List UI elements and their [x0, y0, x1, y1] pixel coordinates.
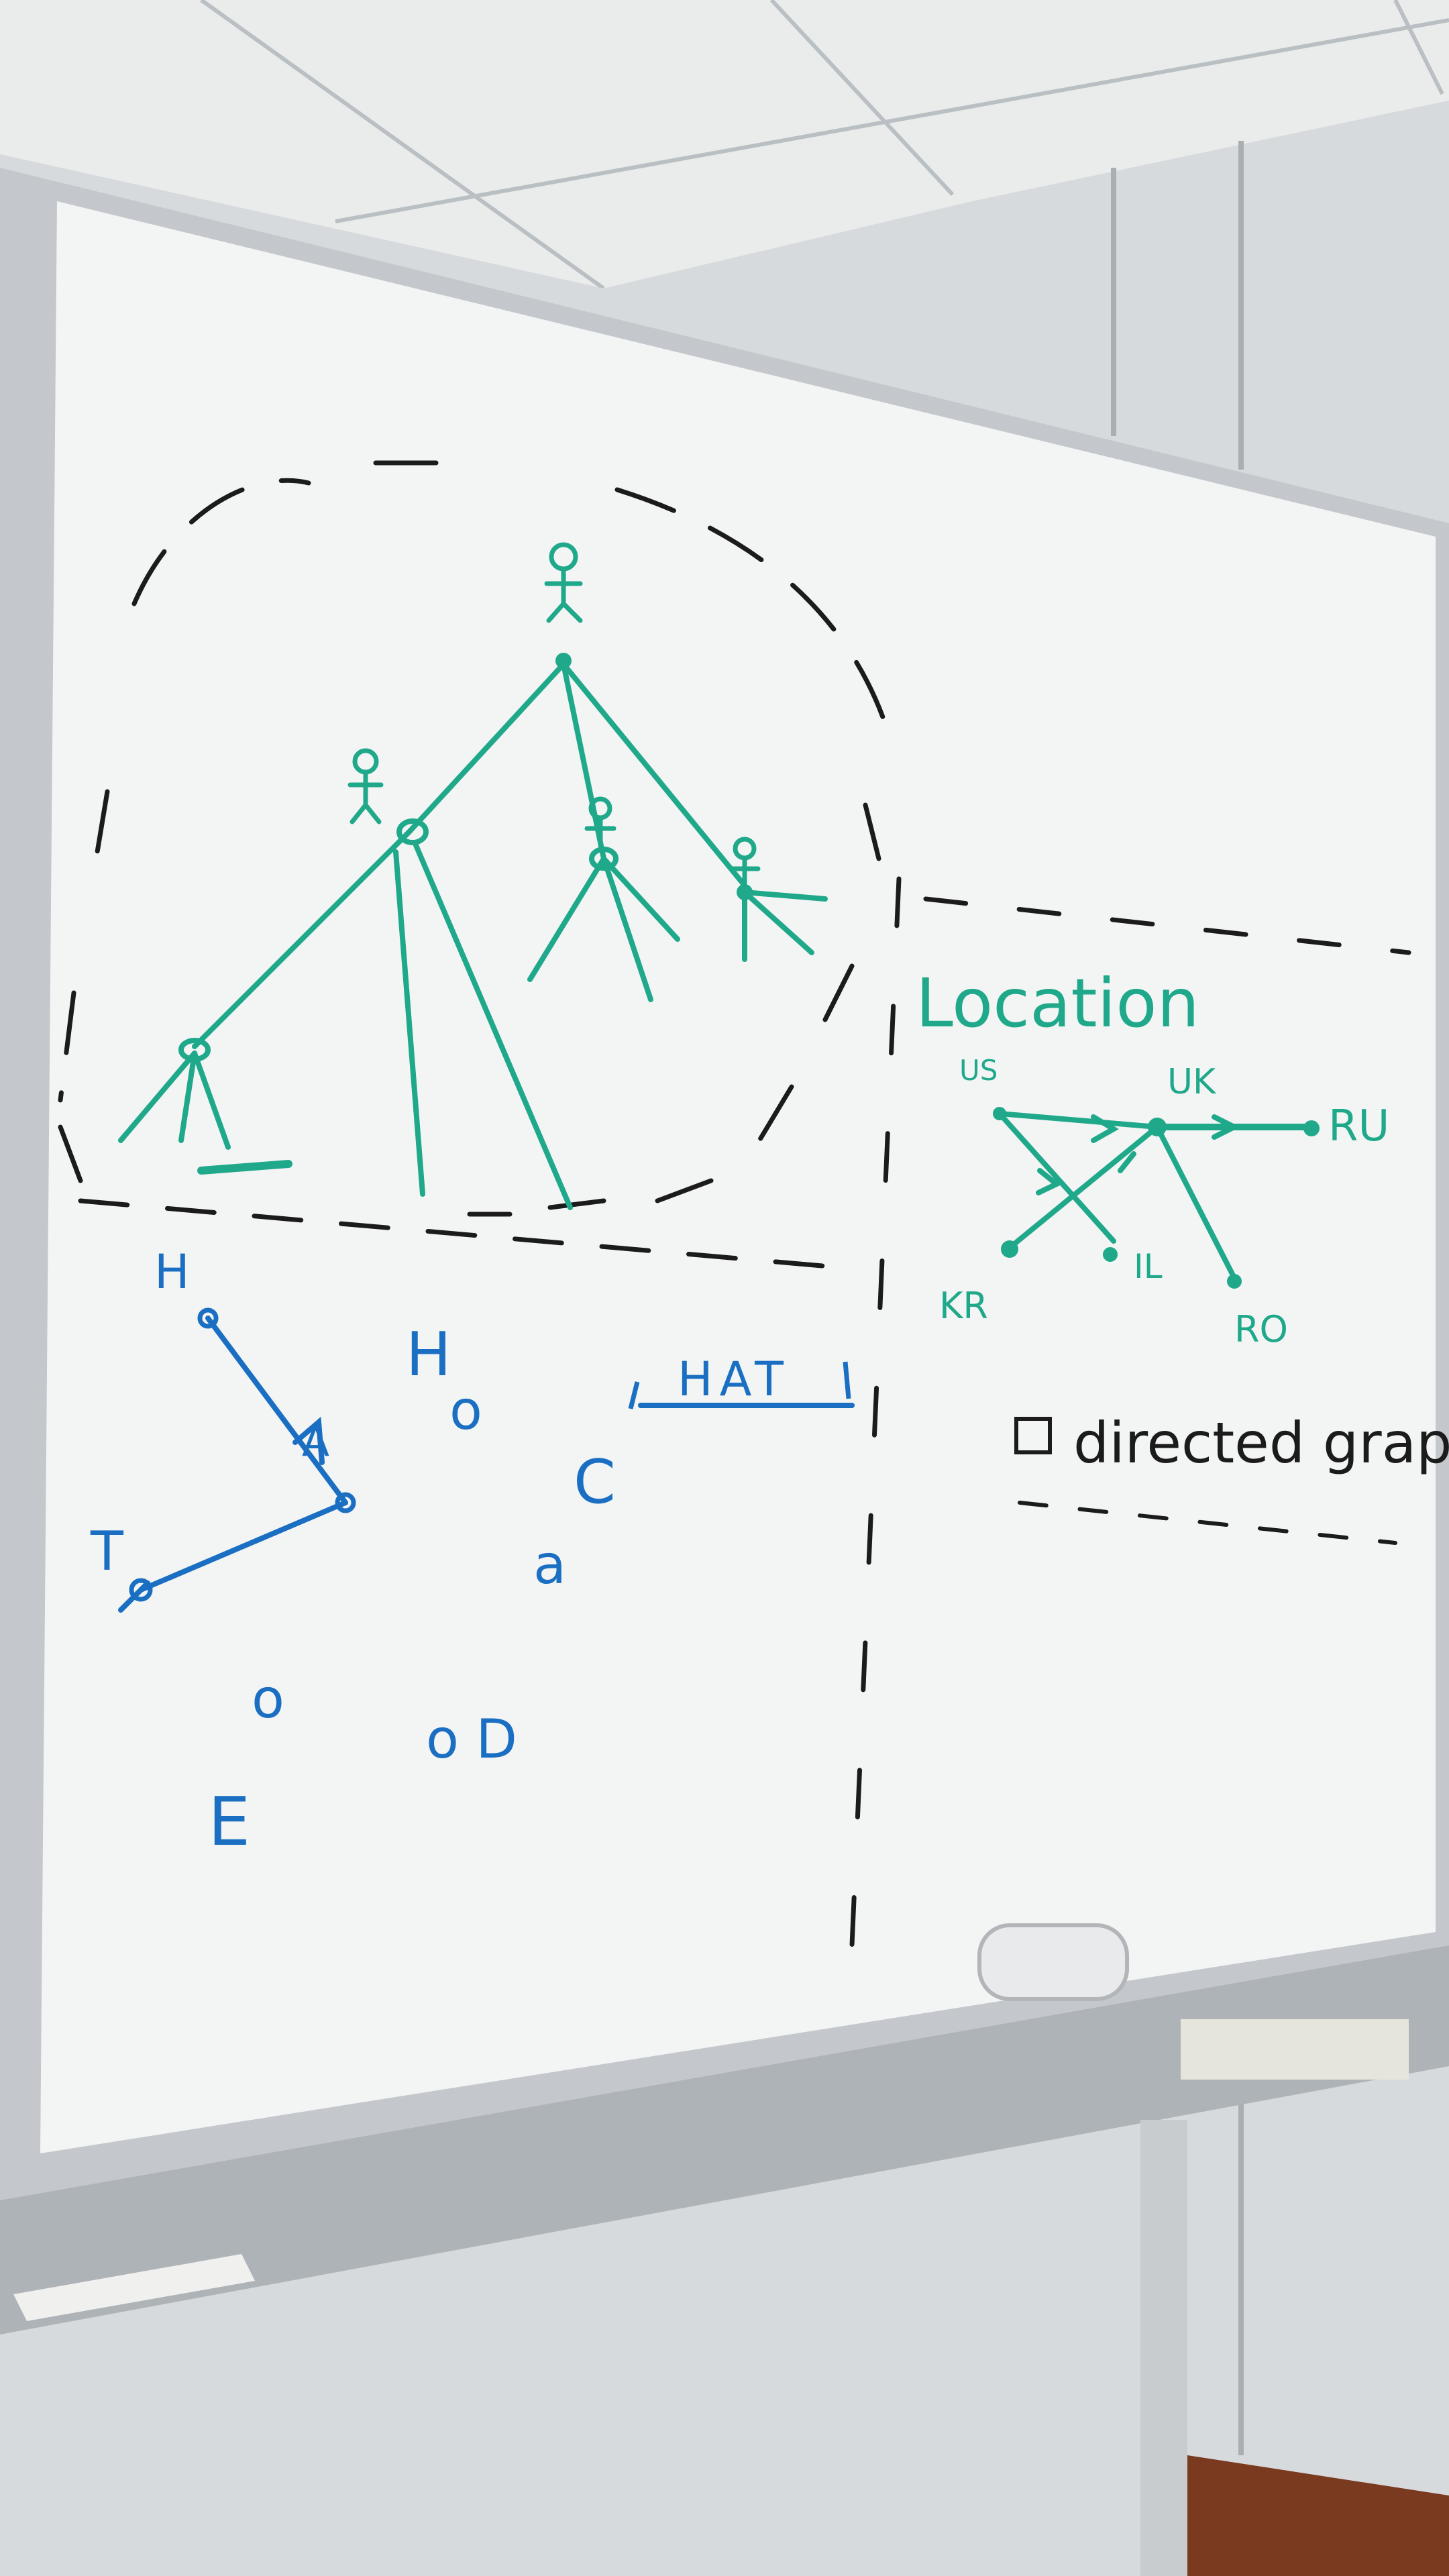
label-us: US: [959, 1054, 998, 1087]
stick-figure-icon: [584, 796, 616, 848]
ceiling-grid-line: [200, 0, 605, 290]
hat-box: HAT: [628, 1352, 851, 1409]
blue-letter-c: C: [574, 1447, 616, 1517]
board-stand: [1140, 2120, 1187, 2576]
green-tree: [118, 661, 828, 1210]
stick-figure-icon: [347, 748, 384, 824]
dashed-boundary: [58, 460, 888, 1217]
board-surface: [40, 201, 1436, 2153]
label-ru: RU: [1328, 1102, 1389, 1151]
label-kr: KR: [939, 1285, 988, 1327]
marker-tray: [0, 1945, 1449, 2334]
graph-node-il: [1103, 1247, 1118, 1262]
label-ro: RO: [1234, 1308, 1288, 1350]
blue-letter-od: o D: [426, 1708, 517, 1770]
tree-node: [396, 818, 429, 845]
graph-node-ru: [1303, 1120, 1320, 1136]
graph-node-uk: [1148, 1118, 1167, 1136]
label-uk: UK: [1167, 1062, 1217, 1102]
graph-node-ro: [1227, 1274, 1242, 1289]
blue-graph: [118, 1316, 855, 1613]
blue-node: [129, 1578, 153, 1602]
blue-letter-t: T: [90, 1520, 124, 1582]
directed-graph-label: directed graph: [1073, 1410, 1449, 1476]
floor-trim: [1187, 2455, 1449, 2576]
stick-figure-icon: [544, 542, 583, 623]
tree-node: [178, 1038, 211, 1062]
ceiling-grid-line: [335, 18, 1449, 223]
ceiling-grid-line: [769, 0, 955, 197]
hat-label: HAT: [678, 1352, 790, 1407]
blue-node: [335, 1492, 356, 1513]
tree-node: [589, 847, 619, 871]
underline-dashed: [1018, 1501, 1397, 1545]
eraser: [13, 2254, 255, 2321]
blue-letter-a: A: [302, 1419, 329, 1466]
ceiling-grid-line: [1393, 0, 1444, 95]
tree-node: [737, 884, 753, 900]
blue-letter-o2: o: [252, 1668, 284, 1730]
graph-node-us: [993, 1107, 1006, 1120]
stick-figure-icon: [729, 837, 761, 888]
blue-letter-h: H: [154, 1244, 190, 1299]
checkbox-icon: [1014, 1417, 1052, 1454]
right-dashed-boundary: [923, 896, 1411, 955]
location-graph: [997, 1111, 1318, 1281]
horizontal-divider: [78, 1198, 848, 1271]
blue-letter-e: E: [208, 1782, 250, 1861]
tree-node: [555, 653, 572, 669]
eraser-right: [1181, 2019, 1409, 2080]
label-il: IL: [1134, 1247, 1163, 1286]
tray-handle: [977, 1923, 1129, 2001]
vertical-divider: [849, 876, 902, 1948]
blue-node: [197, 1307, 219, 1329]
location-title: Location: [916, 964, 1199, 1042]
graph-node-kr: [1001, 1240, 1018, 1258]
blue-letter-o: o: [449, 1379, 482, 1442]
blue-letter-d: a: [533, 1534, 566, 1596]
blue-letter-h2: H: [406, 1320, 451, 1390]
